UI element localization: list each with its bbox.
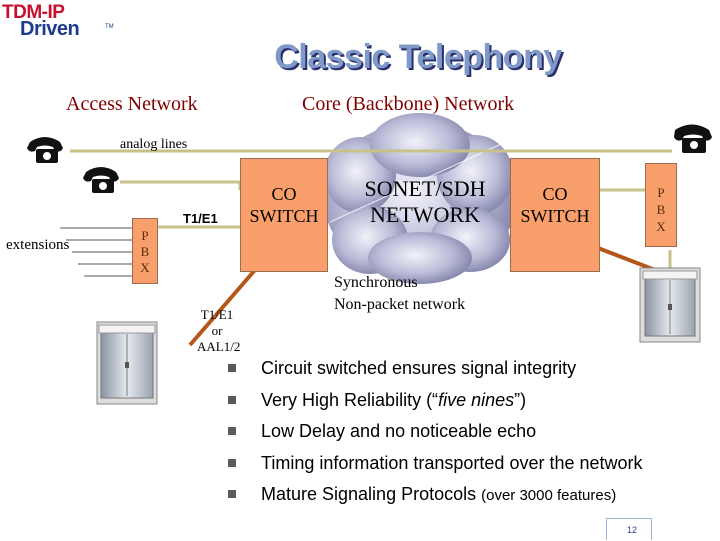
t1e1-aal-line3: AAL1/2 bbox=[197, 339, 241, 354]
bullet-text: Timing information transported over the … bbox=[261, 452, 643, 473]
analog-lines-label: analog lines bbox=[120, 137, 188, 152]
phone-icon bbox=[27, 137, 63, 163]
co-switch-right: CO SWITCH bbox=[510, 158, 600, 272]
sonet-cloud bbox=[324, 113, 516, 284]
bullet-note: (over 3000 features) bbox=[481, 487, 617, 504]
pbx-right-letter: X bbox=[656, 219, 666, 234]
pbx-right-letter: B bbox=[656, 202, 666, 217]
extensions-label: extensions bbox=[6, 237, 70, 253]
bullet-item: Circuit switched ensures signal integrit… bbox=[228, 355, 643, 387]
cabinet-icon bbox=[639, 267, 701, 343]
co-right-line2: SWITCH bbox=[520, 206, 590, 226]
pbx-left-letter: X bbox=[140, 260, 150, 275]
pbx-right-letter: P bbox=[657, 185, 665, 200]
bullet-emphasis: five nines bbox=[438, 389, 515, 410]
co-left-line1: CO bbox=[271, 184, 297, 204]
bullet-tail: ”) bbox=[514, 389, 527, 410]
bullet-text: Mature Signaling Protocols bbox=[261, 484, 482, 504]
co-left-line2: SWITCH bbox=[249, 206, 319, 226]
phone-icon bbox=[674, 124, 712, 153]
logo-line1: TDM-IP bbox=[2, 2, 65, 23]
feature-bullet-list: Circuit switched ensures signal integrit… bbox=[228, 355, 643, 513]
page-number: 12 bbox=[606, 518, 652, 540]
logo-line2: Driven bbox=[20, 18, 80, 40]
synchronous-line2: Non-packet network bbox=[334, 296, 466, 313]
bullet-item: Timing information transported over the … bbox=[228, 450, 643, 482]
co-switch-left: CO SWITCH bbox=[240, 158, 328, 272]
sonet-line1: SONET/SDH bbox=[364, 176, 486, 201]
bullet-text: Very High Reliability (“ bbox=[261, 389, 439, 410]
synchronous-label: Synchronous Non-packet network bbox=[334, 272, 465, 316]
bullet-square-icon bbox=[228, 395, 236, 404]
bullet-item: Very High Reliability (“five nines”) bbox=[228, 387, 643, 419]
pbx-left-letter: P bbox=[141, 228, 149, 243]
sonet-line2: NETWORK bbox=[370, 202, 480, 227]
synchronous-line1: Synchronous bbox=[334, 274, 418, 291]
bullet-item: Low Delay and no noticeable echo bbox=[228, 418, 643, 450]
t1e1-label: T1/E1 bbox=[183, 211, 218, 226]
phone-icon bbox=[83, 167, 119, 193]
logo-trademark: TM bbox=[105, 24, 114, 30]
t1e1-aal-line1: T1/E1 bbox=[200, 307, 234, 322]
cabinet-icon bbox=[96, 321, 158, 405]
bullet-square-icon bbox=[228, 427, 236, 435]
pbx-left-letter: B bbox=[140, 244, 150, 259]
t1e1-aal-line2: or bbox=[211, 323, 223, 338]
bullet-square-icon bbox=[228, 458, 236, 467]
co-right-line1: CO bbox=[542, 184, 568, 204]
t1e1-aal-label: T1/E1 or AAL1/2 bbox=[197, 307, 241, 355]
bullet-text: Circuit switched ensures signal integrit… bbox=[261, 358, 577, 378]
core-network-label: Core (Backbone) Network bbox=[302, 93, 515, 115]
bullet-square-icon bbox=[228, 364, 236, 372]
sonet-network-label: SONET/SDH NETWORK bbox=[340, 176, 510, 228]
company-logo: TDM-IP Driven TM bbox=[2, 2, 122, 44]
pbx-right-node: P B X bbox=[645, 163, 677, 247]
pbx-left-node: P B X bbox=[132, 218, 158, 284]
bullet-item: Mature Signaling Protocols (over 3000 fe… bbox=[228, 481, 643, 513]
access-network-label: Access Network bbox=[66, 93, 198, 115]
bullet-square-icon bbox=[228, 490, 236, 498]
bullet-text: Low Delay and no noticeable echo bbox=[261, 421, 537, 441]
slide-title: Classic Telephony bbox=[274, 38, 562, 76]
